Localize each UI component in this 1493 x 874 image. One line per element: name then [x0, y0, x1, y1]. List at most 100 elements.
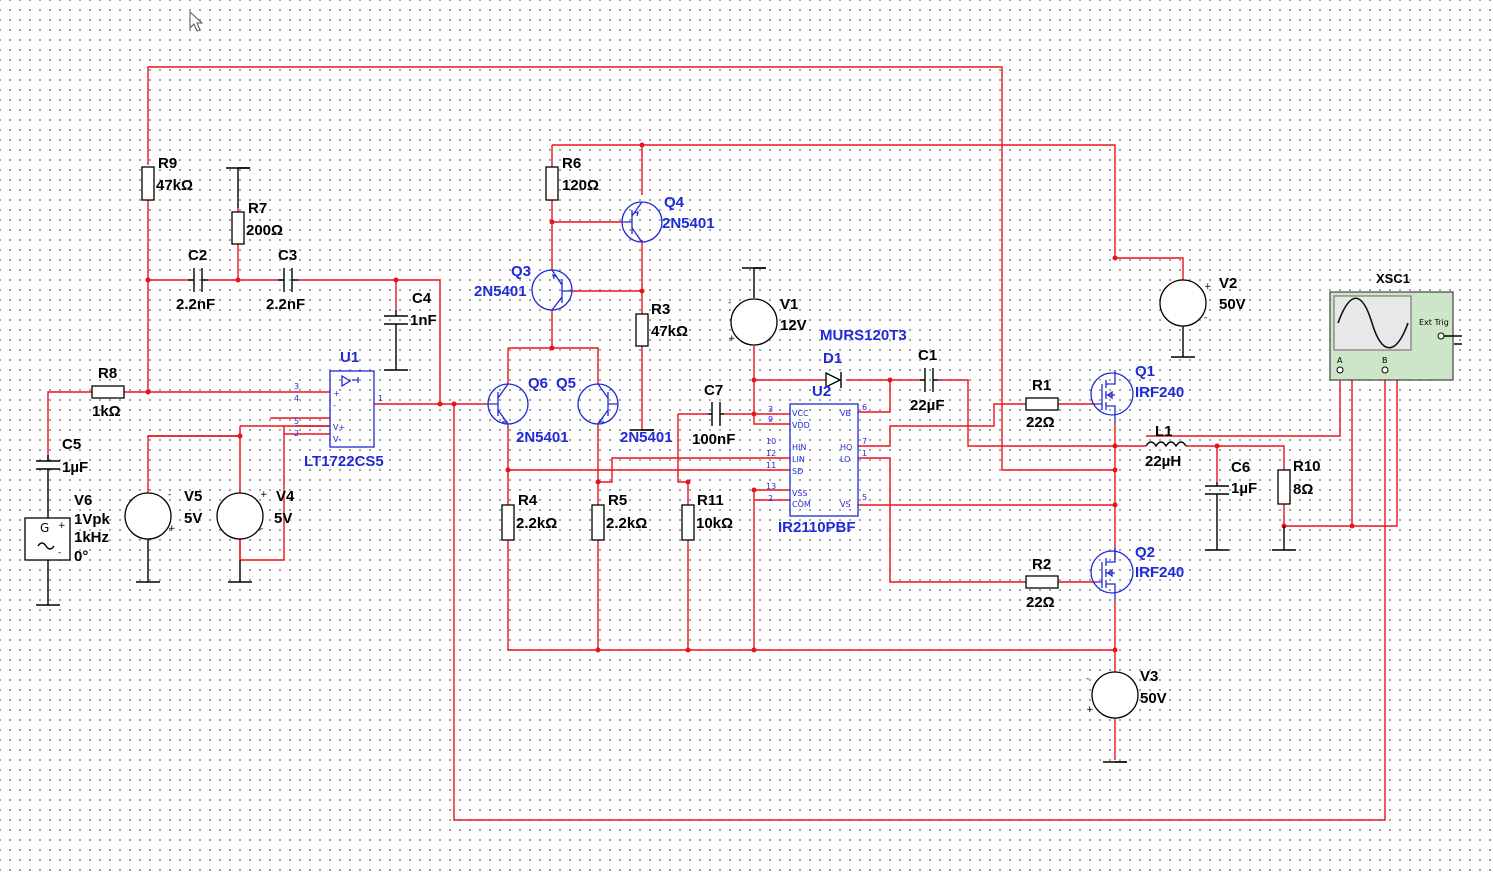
xsc1-ext-trig-terminal[interactable] — [1437, 332, 1445, 340]
r2-value: 22Ω — [1026, 594, 1055, 611]
v4-minus: - — [260, 524, 263, 534]
q1-part: IRF240 — [1135, 384, 1184, 401]
mosfet-q1[interactable]: Q1 IRF240 — [1090, 363, 1184, 422]
r8-value: 1kΩ — [92, 403, 121, 420]
u2-hin: HIN — [792, 443, 806, 452]
v5-ref: V5 — [184, 488, 202, 505]
v1-plus: + — [728, 334, 736, 344]
u1-pin1: 1 — [378, 394, 383, 403]
capacitor-c4[interactable]: C4 1nF — [384, 290, 437, 330]
v5-value: 5V — [184, 510, 202, 527]
inductor-l1[interactable]: L1 22µH — [1145, 423, 1187, 470]
resistor-r6[interactable]: R6 120Ω — [545, 155, 599, 201]
transistor-q5[interactable]: Q5 2N5401 — [556, 375, 673, 446]
resistor-r10[interactable]: R10 8Ω — [1277, 458, 1321, 505]
v6-frequency: 1kHz — [74, 529, 109, 546]
r7-ref: R7 — [248, 200, 267, 217]
u1-vminus: V- — [333, 435, 341, 444]
resistor-r3[interactable]: R3 47kΩ — [635, 301, 688, 347]
u1-vplus: V+ — [333, 423, 345, 432]
r10-ref: R10 — [1293, 458, 1321, 475]
gate-driver-u2[interactable]: VCC VDD HIN LIN SD VSS COM VB HO LO VS 3… — [766, 383, 867, 536]
junction-dots — [145, 142, 1355, 653]
oscilloscope-xsc1[interactable]: XSC1 Ext Trig A B — [1329, 271, 1462, 381]
v1-ref: V1 — [780, 296, 798, 313]
u2-lo: LO — [840, 455, 850, 464]
resistor-r2[interactable]: R2 22Ω — [1025, 556, 1059, 611]
u2-sd: SD — [792, 467, 803, 476]
q1-ref: Q1 — [1135, 363, 1155, 380]
r7-value: 200Ω — [246, 222, 283, 239]
c6-value: 1µF — [1231, 480, 1257, 497]
c3-value: 2.2nF — [266, 296, 305, 313]
dc-source-v5[interactable]: - + V5 5V — [124, 488, 202, 560]
ground-symbols — [36, 167, 1296, 763]
c5-ref: C5 — [62, 436, 81, 453]
resistor-r11[interactable]: R11 10kΩ — [681, 492, 733, 541]
q5-part: 2N5401 — [620, 429, 673, 446]
r1-value: 22Ω — [1026, 414, 1055, 431]
v6-amplitude: 1Vpk — [74, 511, 111, 528]
l1-value: 22µH — [1145, 453, 1181, 470]
xsc1-terminal-b[interactable] — [1381, 366, 1389, 374]
wires — [47, 66, 1398, 821]
q5-ref: Q5 — [556, 375, 576, 392]
capacitor-c3[interactable]: C3 2.2nF — [266, 247, 305, 313]
dc-source-v3[interactable]: - + V3 50V — [1086, 668, 1167, 719]
d1-part: MURS120T3 — [820, 327, 907, 344]
c4-value: 1nF — [410, 312, 437, 329]
u2-pin12: 12 — [766, 449, 776, 458]
capacitor-c2[interactable]: C2 2.2nF — [176, 247, 215, 313]
resistor-r8[interactable]: R8 1kΩ — [91, 365, 125, 420]
q2-part: IRF240 — [1135, 564, 1184, 581]
q4-ref: Q4 — [664, 194, 685, 211]
u1-ref: U1 — [340, 349, 359, 366]
transistor-q3[interactable]: Q3 2N5401 — [474, 263, 573, 311]
dc-source-v4[interactable]: + - V4 5V — [216, 488, 295, 540]
v6-ref: V6 — [74, 492, 92, 509]
c7-value: 100nF — [692, 431, 735, 448]
resistor-r5[interactable]: R5 2.2kΩ — [591, 492, 647, 541]
v2-ref: V2 — [1219, 275, 1237, 292]
r2-ref: R2 — [1032, 556, 1051, 573]
l1-ref: L1 — [1155, 423, 1173, 440]
transistor-q4[interactable]: Q4 2N5401 — [621, 194, 715, 243]
r10-value: 8Ω — [1293, 481, 1313, 498]
r4-ref: R4 — [518, 492, 538, 509]
comparator-u1[interactable]: 3 4 5 2 1 + - V+ V- U1 LT1722CS5 — [294, 349, 384, 470]
u2-vdd: VDD — [792, 421, 810, 430]
c2-value: 2.2nF — [176, 296, 215, 313]
c5-value: 1µF — [62, 459, 88, 476]
v6-phase: 0° — [74, 548, 88, 565]
v5-minus: - — [168, 490, 171, 500]
ac-source-v6[interactable]: G + - V6 1Vpk 1kHz 0° — [24, 492, 111, 575]
resistor-r7[interactable]: R7 200Ω — [231, 200, 283, 280]
r9-ref: R9 — [158, 155, 177, 172]
xsc1-terminal-a[interactable] — [1336, 366, 1344, 374]
capacitor-c5[interactable]: C5 1µF — [36, 436, 88, 518]
u2-ref: U2 — [812, 383, 831, 400]
resistor-r4[interactable]: R4 2.2kΩ — [501, 492, 557, 541]
u2-pin2: 2 — [768, 494, 773, 503]
u2-pin5: 5 — [862, 493, 867, 502]
u2-vb: VB — [840, 409, 851, 418]
transistor-q6[interactable]: Q6 2N5401 — [487, 375, 569, 446]
u2-pin6: 6 — [862, 403, 867, 412]
c3-ref: C3 — [278, 247, 297, 264]
dc-source-v1[interactable]: - + V1 12V — [728, 296, 807, 346]
capacitor-c6[interactable]: C6 1µF — [1205, 459, 1257, 500]
dc-source-v2[interactable]: + - V2 50V — [1159, 275, 1246, 327]
r4-value: 2.2kΩ — [516, 515, 557, 532]
u2-pin13: 13 — [766, 482, 776, 491]
resistor-r1[interactable]: R1 22Ω — [1025, 377, 1059, 431]
diode-d1[interactable]: MURS120T3 D1 — [820, 327, 907, 389]
resistor-r9[interactable]: R9 47kΩ — [141, 155, 193, 201]
mosfet-q2[interactable]: Q2 IRF240 — [1090, 544, 1184, 600]
v4-value: 5V — [274, 510, 292, 527]
v4-ref: V4 — [276, 488, 295, 505]
r5-value: 2.2kΩ — [606, 515, 647, 532]
u1-pin2: 2 — [294, 429, 299, 438]
capacitor-c1[interactable]: C1 22µF — [910, 347, 945, 414]
capacitor-c7[interactable]: C7 100nF — [692, 382, 735, 448]
